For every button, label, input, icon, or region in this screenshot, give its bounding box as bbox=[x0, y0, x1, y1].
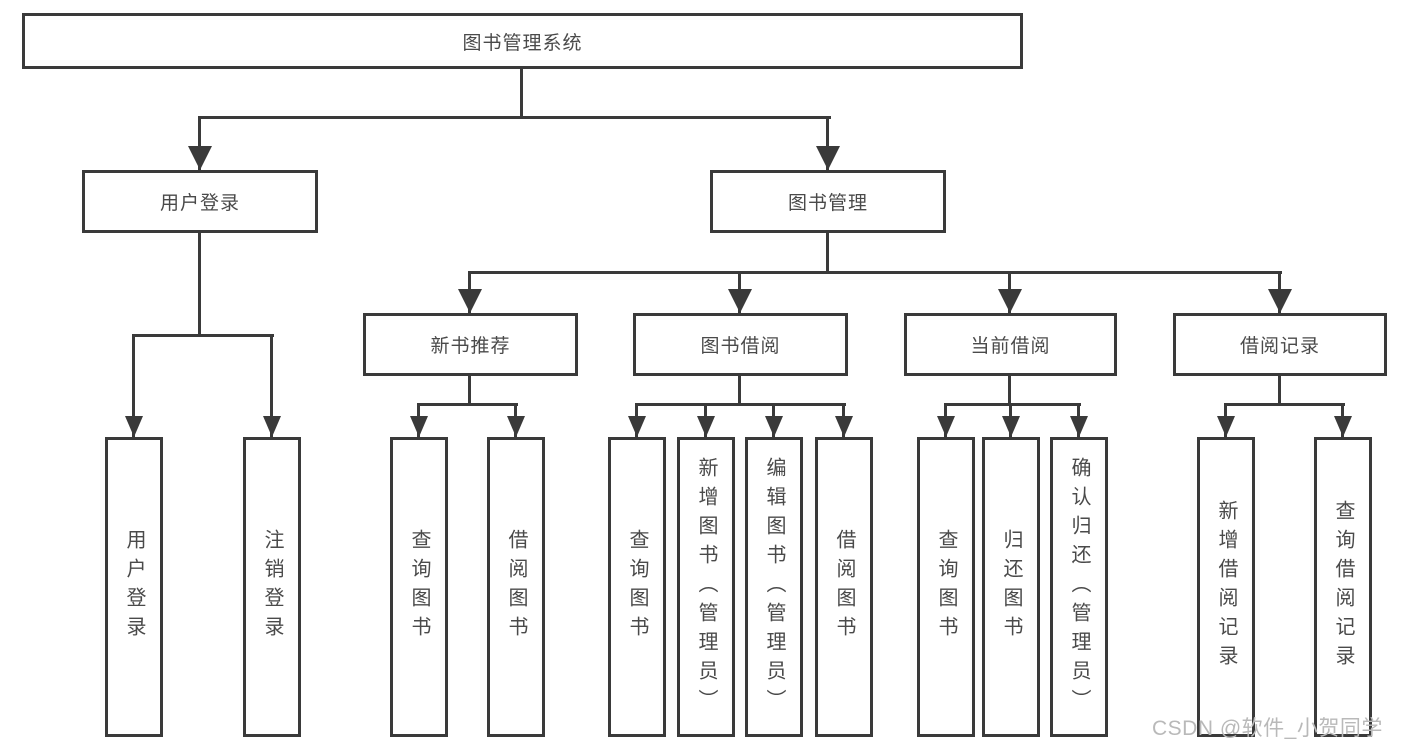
arrowhead-down-icon bbox=[816, 146, 840, 170]
arrowhead-down-icon bbox=[1002, 416, 1020, 437]
node-current-borrowing: 当前借阅 bbox=[904, 313, 1117, 376]
node-book-borrowing: 图书借阅 bbox=[633, 313, 848, 376]
node-label: 用户登录 bbox=[123, 529, 145, 645]
node-label: 图书借阅 bbox=[700, 336, 781, 357]
edge-drop-leaf-login bbox=[132, 334, 135, 437]
arrowhead-down-icon bbox=[263, 416, 281, 437]
edge-root-stem bbox=[520, 69, 523, 118]
node-library-system: 图书管理系统 bbox=[22, 13, 1023, 69]
arrowhead-down-icon bbox=[125, 416, 143, 437]
edge-borrowing-records-stem bbox=[1278, 376, 1281, 405]
arrowhead-down-icon bbox=[1070, 416, 1088, 437]
node-label: 新增图书（管理员） bbox=[695, 456, 717, 718]
node-label: 借阅图书 bbox=[833, 529, 855, 645]
leaf-borrow-books-2: 借阅图书 bbox=[815, 437, 873, 737]
leaf-query-books-2: 查询图书 bbox=[608, 437, 666, 737]
arrowhead-down-icon bbox=[937, 416, 955, 437]
node-label: 图书管理系统 bbox=[462, 32, 583, 54]
arrowhead-down-icon bbox=[628, 416, 646, 437]
edge-new-books-stem bbox=[468, 376, 471, 405]
node-label: 查询图书 bbox=[626, 529, 648, 645]
csdn-watermark: CSDN @软件_小贺同学 bbox=[1152, 717, 1383, 740]
arrowhead-down-icon bbox=[1334, 416, 1352, 437]
edge-drop-user-login bbox=[198, 116, 201, 170]
node-new-book-recommend: 新书推荐 bbox=[363, 313, 578, 376]
arrowhead-down-icon bbox=[728, 289, 752, 313]
node-label: 确认归还（管理员） bbox=[1068, 456, 1090, 718]
edge-drop-leaf-logout bbox=[270, 334, 273, 437]
arrowhead-down-icon bbox=[1217, 416, 1235, 437]
node-label: 新书推荐 bbox=[430, 336, 511, 357]
edge-level3-connector bbox=[468, 271, 1282, 274]
edge-book-borrowing-stem bbox=[738, 376, 741, 405]
node-user-login: 用户登录 bbox=[82, 170, 318, 233]
arrowhead-down-icon bbox=[697, 416, 715, 437]
leaf-add-book-admin: 新增图书（管理员） bbox=[677, 437, 735, 737]
leaf-query-borrow-record: 查询借阅记录 bbox=[1314, 437, 1372, 737]
arrowhead-down-icon bbox=[188, 146, 212, 170]
node-label: 借阅图书 bbox=[505, 529, 527, 645]
edge-new-books-connector bbox=[417, 403, 518, 406]
edge-drop-book-management bbox=[826, 116, 829, 170]
edge-user-login-connector bbox=[132, 334, 274, 337]
node-label: 查询图书 bbox=[935, 529, 957, 645]
edge-book-borrowing-connector bbox=[635, 403, 846, 406]
node-label: 新增借阅记录 bbox=[1215, 500, 1237, 674]
edge-level2-connector bbox=[198, 116, 831, 119]
leaf-confirm-return-admin: 确认归还（管理员） bbox=[1050, 437, 1108, 737]
leaf-return-book: 归还图书 bbox=[982, 437, 1040, 737]
node-label: 编辑图书（管理员） bbox=[763, 456, 785, 718]
node-label: 用户登录 bbox=[159, 193, 240, 214]
node-label: 图书管理 bbox=[787, 193, 868, 214]
arrowhead-down-icon bbox=[1268, 289, 1292, 313]
edge-book-management-stem bbox=[826, 233, 829, 273]
node-label: 当前借阅 bbox=[970, 336, 1051, 357]
node-label: 查询借阅记录 bbox=[1332, 500, 1354, 674]
leaf-edit-book-admin: 编辑图书（管理员） bbox=[745, 437, 803, 737]
arrowhead-down-icon bbox=[835, 416, 853, 437]
arrowhead-down-icon bbox=[998, 289, 1022, 313]
node-borrowing-records: 借阅记录 bbox=[1173, 313, 1387, 376]
arrowhead-down-icon bbox=[410, 416, 428, 437]
node-label: 注销登录 bbox=[261, 529, 283, 645]
edge-current-borrowing-stem bbox=[1008, 376, 1011, 405]
leaf-add-borrow-record: 新增借阅记录 bbox=[1197, 437, 1255, 737]
leaf-borrow-books-1: 借阅图书 bbox=[487, 437, 545, 737]
node-label: 查询图书 bbox=[408, 529, 430, 645]
edge-user-login-stem bbox=[198, 233, 201, 336]
leaf-query-books-3: 查询图书 bbox=[917, 437, 975, 737]
edge-current-borrowing-connector bbox=[944, 403, 1081, 406]
node-label: 归还图书 bbox=[1000, 529, 1022, 645]
leaf-query-books-1: 查询图书 bbox=[390, 437, 448, 737]
leaf-user-login: 用户登录 bbox=[105, 437, 163, 737]
arrowhead-down-icon bbox=[507, 416, 525, 437]
node-book-management: 图书管理 bbox=[710, 170, 946, 233]
arrowhead-down-icon bbox=[458, 289, 482, 313]
leaf-logout: 注销登录 bbox=[243, 437, 301, 737]
node-label: 借阅记录 bbox=[1239, 336, 1320, 357]
edge-borrowing-records-connector bbox=[1224, 403, 1345, 406]
arrowhead-down-icon bbox=[765, 416, 783, 437]
